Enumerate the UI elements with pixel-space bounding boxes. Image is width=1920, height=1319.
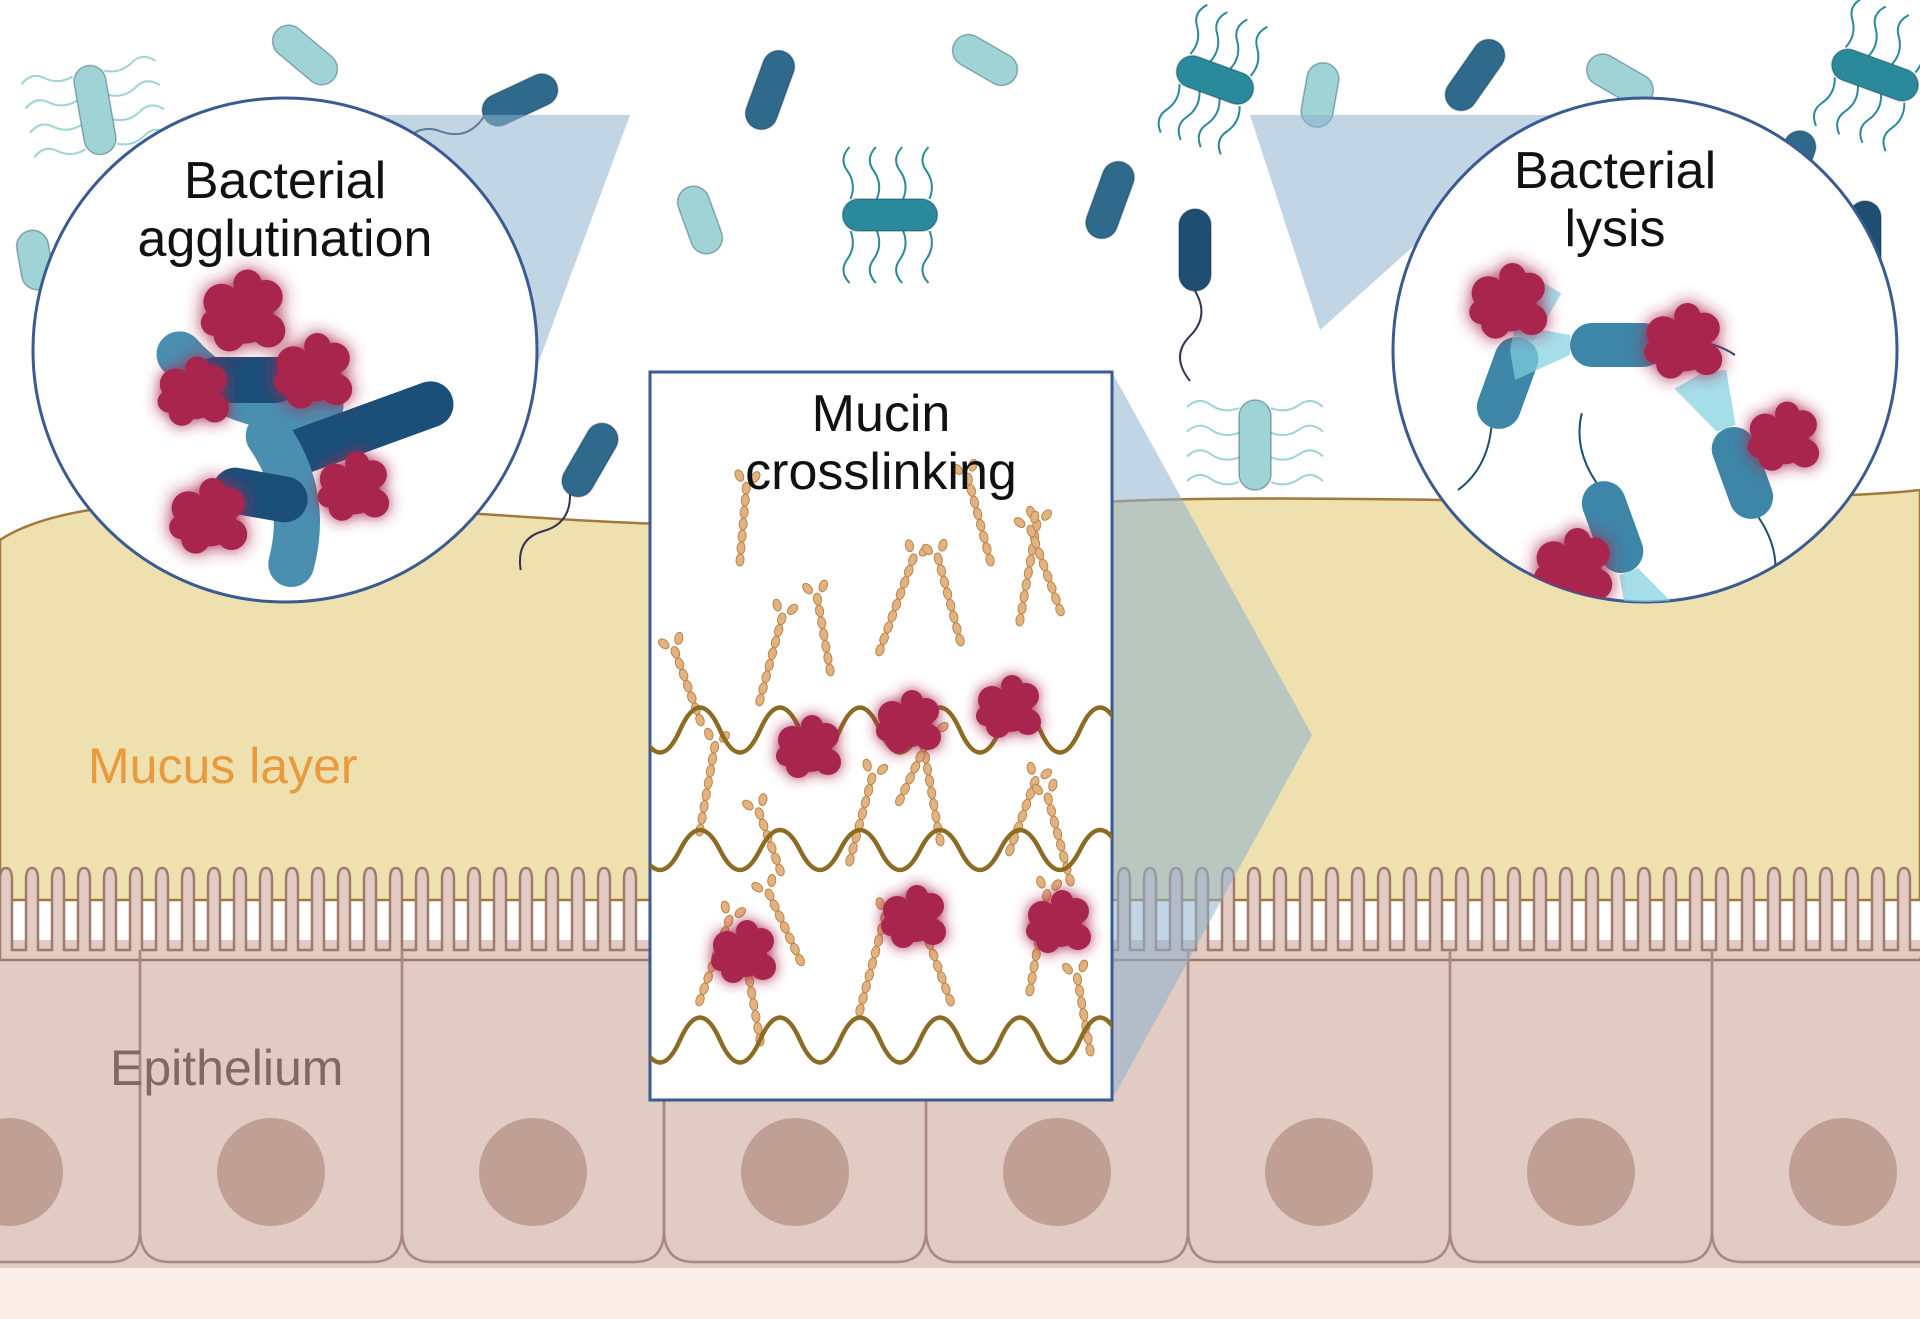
- protein-blob-icon: [274, 333, 353, 409]
- cell-nucleus-icon: [1265, 1118, 1373, 1226]
- bacterium-lysing-icon: [1510, 323, 1736, 380]
- mucin-strand-icon: [650, 827, 1112, 873]
- agglutination-illustration: [156, 269, 454, 588]
- bacterium-rod-icon: [266, 381, 454, 479]
- agglutination-title: Bacterial agglutination: [85, 152, 485, 268]
- bacterium-rod-icon: [518, 422, 619, 571]
- callout-crosslinking: [1112, 372, 1312, 1100]
- protein-blob-icon: [200, 269, 286, 352]
- agglutination-title-line2: agglutination: [137, 210, 433, 269]
- cell-nucleus-icon: [1003, 1118, 1111, 1226]
- protein-blob-icon: [976, 675, 1041, 738]
- lysis-spray: [1510, 325, 1570, 380]
- cell-nucleus-icon: [1527, 1118, 1635, 1226]
- protein-blob-icon: [1026, 890, 1091, 953]
- epithelial-cell: [924, 950, 1190, 1264]
- bacterium-rod-icon: [951, 33, 1019, 87]
- bacterium-rod-icon: [744, 49, 796, 131]
- bacterium-lysing-icon: [1578, 412, 1681, 602]
- cell-nucleus-icon: [1789, 1118, 1897, 1226]
- glycan-chain-icon: [734, 469, 761, 567]
- bacterium-rod-icon: [1444, 38, 1506, 112]
- glycan-chain-icon: [755, 598, 799, 707]
- lysis-title-line2: lysis: [1564, 200, 1666, 259]
- glycan-chain-icon: [845, 758, 889, 867]
- bacterium-rod-icon: [1085, 160, 1135, 240]
- glycan-chain-icon: [921, 538, 965, 647]
- mucus-layer-label: Mucus layer: [88, 738, 358, 794]
- lysis-illustration: [1457, 263, 1820, 602]
- lysis-spray: [1674, 369, 1736, 432]
- protein-blob-icon: [1644, 303, 1723, 379]
- epithelial-cells: [0, 950, 1920, 1264]
- epithelium-label: Epithelium: [110, 1040, 344, 1096]
- epithelial-cell: [138, 950, 404, 1264]
- protein-blob-icon: [317, 451, 390, 521]
- glycan-chain-icon: [802, 579, 835, 677]
- bacterium-rod-icon: [1157, 3, 1268, 155]
- lysis-spray: [1619, 568, 1681, 602]
- glycan-chain-icon: [1013, 510, 1065, 617]
- lysis-title: Bacterial lysis: [1445, 142, 1785, 258]
- epithelial-cell: [0, 950, 142, 1264]
- epithelial-cell: [1186, 950, 1452, 1264]
- cell-nucleus-icon: [741, 1118, 849, 1226]
- protein-blob-icon: [776, 715, 841, 778]
- protein-blob-icon: [1747, 401, 1820, 471]
- epithelial-cell: [1448, 950, 1714, 1264]
- crosslinking-title-line1: Mucin: [811, 385, 951, 443]
- protein-blob-icon: [711, 920, 776, 983]
- epithelial-cell: [400, 950, 666, 1264]
- protein-blob-icon: [157, 356, 230, 426]
- bacterium-rod-icon: [841, 146, 939, 284]
- basement-layer: [0, 1268, 1920, 1319]
- agglutination-title-line1: Bacterial: [183, 152, 387, 210]
- glycan-chain-icon: [657, 631, 705, 727]
- mucin-strand-icon: [650, 1015, 1112, 1065]
- epithelial-cell: [1710, 950, 1920, 1264]
- cell-nucleus-icon: [0, 1118, 63, 1226]
- bacterium-rod-icon: [1813, 0, 1920, 152]
- glycan-chain-icon: [751, 874, 805, 967]
- bacterium-rod-icon: [1186, 399, 1324, 491]
- cell-nucleus-icon: [479, 1118, 587, 1226]
- protein-blob-icon: [1469, 263, 1548, 339]
- protein-blob-icon: [169, 478, 248, 554]
- protein-blob-icon: [881, 885, 946, 948]
- bacterium-rod-icon: [20, 55, 169, 158]
- bacterium-rod-icon: [271, 24, 339, 86]
- epithelial-cell: [662, 950, 928, 1264]
- bacterium-lysing-icon: [1674, 369, 1777, 588]
- protein-blob-icon: [876, 690, 941, 753]
- cell-nucleus-icon: [217, 1118, 325, 1226]
- crosslinking-title-line2: crosslinking: [745, 443, 1017, 502]
- lysis-title-line1: Bacterial: [1513, 142, 1717, 200]
- crosslinking-illustration: [650, 458, 1112, 1065]
- crosslinking-title: Mucin crosslinking: [660, 385, 1102, 501]
- bacterium-rod-icon: [1178, 208, 1212, 382]
- glycan-chain-icon: [742, 793, 785, 877]
- bacterium-rod-icon: [212, 467, 308, 523]
- protein-blob-icon: [1534, 528, 1613, 602]
- glycan-chain-icon: [951, 458, 995, 567]
